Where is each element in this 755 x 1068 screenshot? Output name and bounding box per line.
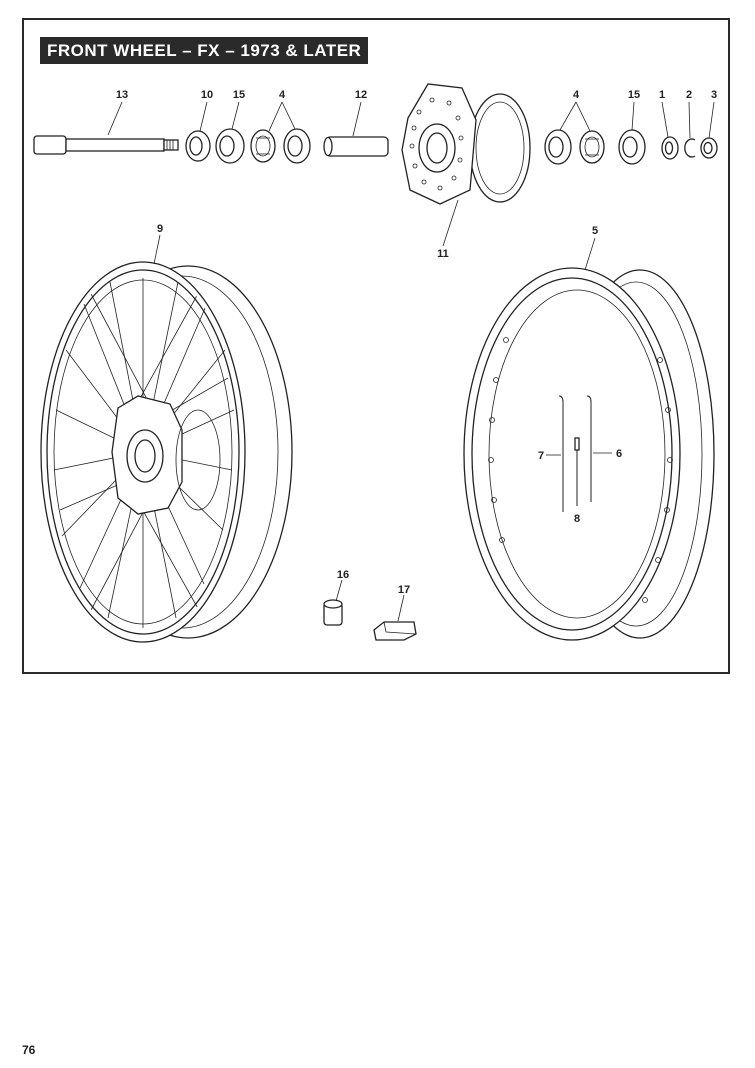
spoke-nipple-part (574, 437, 580, 506)
callout-1: 1 (659, 89, 665, 101)
callout-16: 16 (337, 569, 349, 581)
callout-5: 5 (592, 225, 598, 237)
callout-9: 9 (157, 223, 163, 235)
block-part (373, 621, 417, 641)
spacer-part (185, 130, 211, 162)
nut-part (700, 137, 718, 159)
lock-ring-part (684, 138, 696, 158)
callout-3: 3 (711, 89, 717, 101)
callout-8: 8 (574, 513, 580, 525)
rim-part (463, 267, 715, 641)
spacer-tube-part (323, 136, 389, 157)
seal-part-right (618, 129, 646, 165)
callout-4-left: 4 (279, 89, 286, 101)
bearing-part-right (544, 129, 605, 165)
callout-2: 2 (686, 89, 692, 101)
callout-labels: 13 10 15 4 12 11 4 15 1 2 3 9 5 6 7 8 16… (116, 89, 717, 596)
weight-part (323, 599, 343, 626)
callout-11: 11 (437, 248, 449, 260)
callout-13: 13 (116, 89, 128, 101)
callout-15-right: 15 (628, 89, 640, 101)
washer-part (661, 136, 679, 160)
leader-lines (107, 101, 715, 622)
spoke-part-7 (558, 395, 564, 512)
diagram-title: FRONT WHEEL – FX – 1973 & LATER (40, 37, 369, 64)
axle-part (33, 135, 179, 155)
callout-7: 7 (538, 450, 544, 462)
spoke-part-6 (586, 395, 592, 502)
assembled-wheel-part (40, 261, 293, 643)
hub-part (401, 83, 531, 205)
callout-10: 10 (201, 89, 213, 101)
page-number: 76 (22, 1043, 36, 1057)
callout-4-right: 4 (573, 89, 580, 101)
callout-15-left: 15 (233, 89, 245, 101)
callout-17: 17 (398, 584, 410, 596)
callout-6: 6 (616, 448, 622, 460)
callout-12: 12 (355, 89, 367, 101)
seal-part-left (215, 128, 245, 164)
bearing-part-left (250, 128, 311, 164)
